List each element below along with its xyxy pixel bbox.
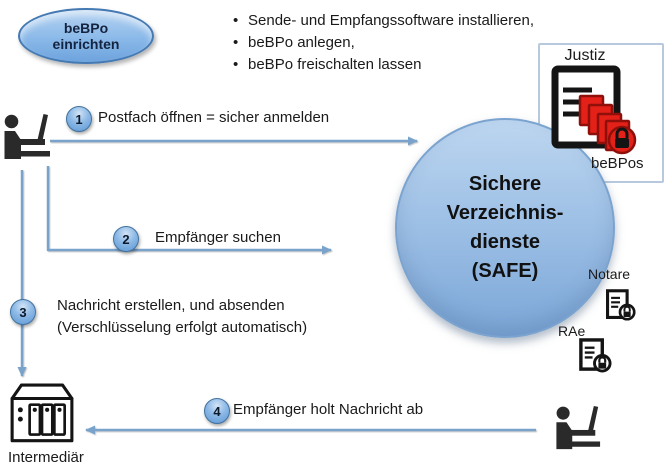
bullet-icon: •: [233, 34, 239, 51]
step3-label-line1: Nachricht erstellen, und absenden: [57, 297, 285, 314]
safe-line2: Verzeichnis-: [446, 202, 564, 224]
person-recipient-icon: [556, 405, 601, 450]
checklist-item-text: beBPo anlegen,: [248, 34, 355, 51]
bullet-icon: •: [233, 12, 239, 29]
checklist-item: • beBPo anlegen,: [233, 32, 534, 54]
step3-number: 3: [19, 304, 27, 320]
rae-document-lock-icon: [579, 338, 612, 373]
intermediaer-label: Intermediär: [8, 449, 84, 466]
checklist-item: • Sende- und Empfangssoftware installier…: [233, 10, 534, 32]
title-line1: beBPo: [63, 20, 109, 36]
step3-label: Nachricht erstellen, und absenden (Versc…: [57, 295, 307, 339]
step1-label: Postfach öffnen = sicher anmelden: [98, 109, 330, 126]
bullet-icon: •: [233, 56, 239, 73]
step3-label-line2: (Verschlüsselung erfolgt automatisch): [57, 319, 308, 336]
safe-directory-circle: Sichere Verzeichnis- dienste (SAFE): [395, 118, 615, 338]
red-bebpo-stack-icon: [578, 94, 637, 155]
step1-badge: 1: [66, 106, 92, 132]
step2-number: 2: [122, 231, 130, 247]
step3-badge: 3: [10, 299, 36, 325]
step4-number: 4: [213, 403, 221, 419]
justiz-label: Justiz: [564, 47, 606, 64]
setup-checklist: • Sende- und Empfangssoftware installier…: [233, 10, 534, 76]
arrow-step2: [46, 166, 332, 255]
checklist-item-text: Sende- und Empfangssoftware installieren…: [248, 12, 534, 29]
title-line2: einrichten: [52, 36, 120, 52]
notare-label: Notare: [588, 266, 631, 282]
safe-line3: dienste: [469, 231, 541, 253]
checklist-item-text: beBPo freischalten lassen: [248, 56, 422, 73]
safe-line1: Sichere: [468, 173, 542, 195]
step4-badge: 4: [204, 398, 230, 424]
rae-label: RAe: [558, 323, 586, 339]
person-sender-icon: [4, 114, 50, 159]
safe-line4: (SAFE): [471, 260, 539, 282]
step2-badge: 2: [113, 226, 139, 252]
notare-document-lock-icon: [606, 289, 636, 321]
step4-label: Empfänger holt Nachricht ab: [233, 401, 424, 418]
justiz-register-icon: [551, 65, 637, 155]
step1-number: 1: [75, 111, 83, 127]
intermediaer-server-icon: [10, 383, 74, 443]
bebpos-label: beBPos: [591, 155, 644, 172]
checklist-item: • beBPo freischalten lassen: [233, 54, 534, 76]
title-ellipse: beBPo einrichten: [18, 8, 154, 64]
step2-label: Empfänger suchen: [155, 229, 281, 246]
